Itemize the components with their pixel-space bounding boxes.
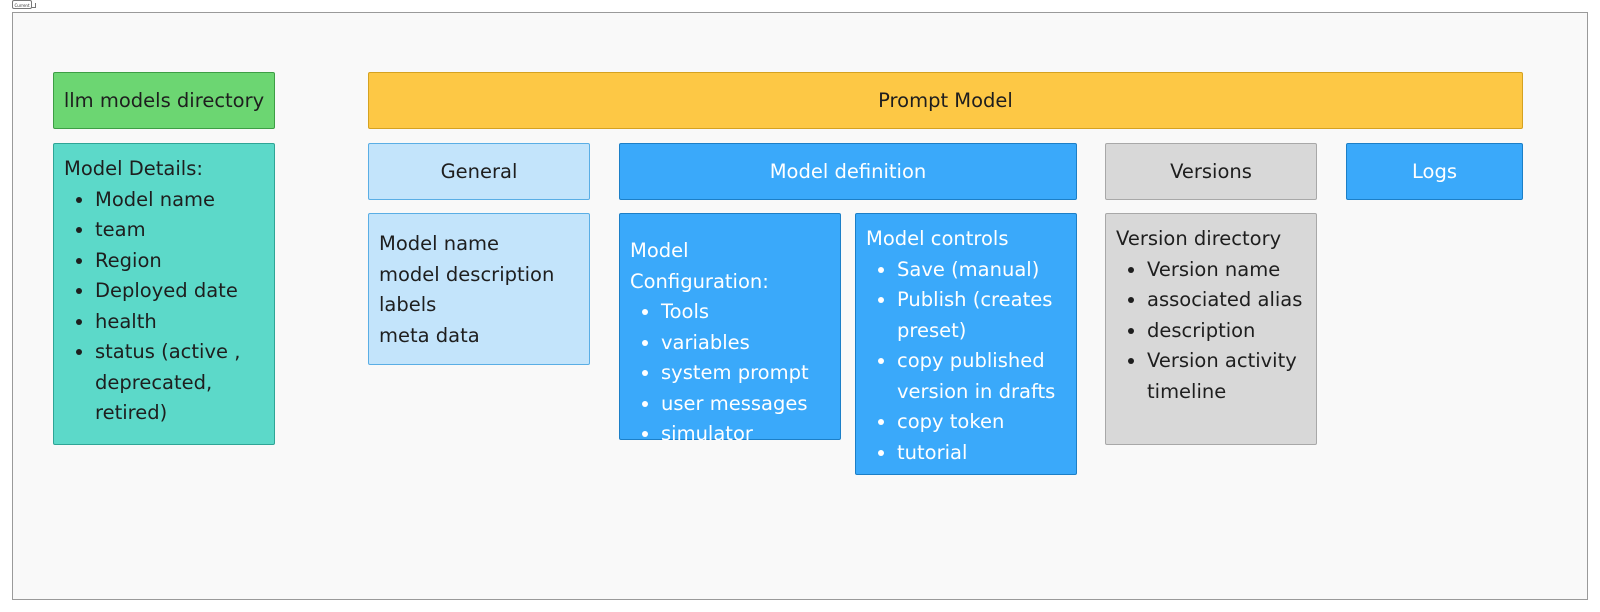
- list-item: system prompt: [661, 358, 830, 389]
- list-item: Model name: [95, 185, 264, 216]
- prompt-model-label: Prompt Model: [878, 89, 1013, 112]
- general-details-box[interactable]: Model name model description labels meta…: [368, 213, 590, 365]
- versions-header[interactable]: Versions: [1105, 143, 1317, 200]
- model-configuration-box[interactable]: Model Configuration: Tools variables sys…: [619, 213, 841, 445]
- list-item: copy published version in drafts: [897, 346, 1066, 407]
- list-item: Version name: [1147, 255, 1306, 286]
- general-header[interactable]: General: [368, 143, 590, 200]
- list-item: Deployed date: [95, 276, 264, 307]
- model-controls-title: Model controls: [866, 227, 1009, 250]
- diagram-frame: llm models directory Model Details: Mode…: [12, 12, 1588, 600]
- version-directory-title: Version directory: [1116, 227, 1282, 250]
- llm-models-directory-label: llm models directory: [63, 89, 265, 112]
- versions-label: Versions: [1170, 160, 1252, 183]
- model-controls-box[interactable]: Model controls Save (manual) Publish (cr…: [855, 213, 1077, 475]
- list-item: Version activity timeline: [1147, 346, 1306, 407]
- frame-label[interactable]: Current: [12, 0, 32, 9]
- list-item: tutorial: [897, 438, 1066, 469]
- list-item: Save (manual): [897, 255, 1066, 286]
- general-label: General: [440, 160, 518, 183]
- general-line: Model name: [379, 232, 500, 255]
- list-item: health: [95, 307, 264, 338]
- logs-label: Logs: [1412, 160, 1457, 183]
- list-item: Tools: [661, 297, 830, 328]
- model-details-title: Model Details:: [64, 157, 203, 180]
- version-directory-list: Version name associated alias descriptio…: [1116, 255, 1306, 408]
- list-item: copy token: [897, 407, 1066, 438]
- list-item: Publish (creates preset): [897, 285, 1066, 346]
- list-item: user messages: [661, 389, 830, 420]
- general-line: meta data: [379, 323, 480, 347]
- general-line: labels: [379, 293, 437, 316]
- list-item: status (active , deprecated, retired): [95, 337, 264, 429]
- list-item: description: [1147, 316, 1306, 347]
- model-definition-header[interactable]: Model definition: [619, 143, 1077, 200]
- model-configuration-list: Tools variables system prompt user messa…: [630, 297, 830, 450]
- model-details-list: Model name team Region Deployed date hea…: [64, 185, 264, 429]
- general-line: model description: [379, 262, 555, 286]
- version-directory-box[interactable]: Version directory Version name associate…: [1105, 213, 1317, 445]
- list-item: variables: [661, 328, 830, 359]
- logs-header[interactable]: Logs: [1346, 143, 1523, 200]
- model-details-box[interactable]: Model Details: Model name team Region De…: [53, 143, 275, 445]
- prompt-model-header[interactable]: Prompt Model: [368, 72, 1523, 129]
- list-item: associated alias: [1147, 285, 1306, 316]
- list-item: team: [95, 215, 264, 246]
- model-definition-label: Model definition: [769, 160, 927, 183]
- model-controls-list: Save (manual) Publish (creates preset) c…: [866, 255, 1066, 469]
- frame-resize-handle[interactable]: [31, 3, 36, 8]
- list-item: Region: [95, 246, 264, 277]
- list-item: simulator: [661, 419, 830, 450]
- model-configuration-title: Model Configuration:: [630, 239, 769, 293]
- llm-models-directory-header[interactable]: llm models directory: [53, 72, 275, 129]
